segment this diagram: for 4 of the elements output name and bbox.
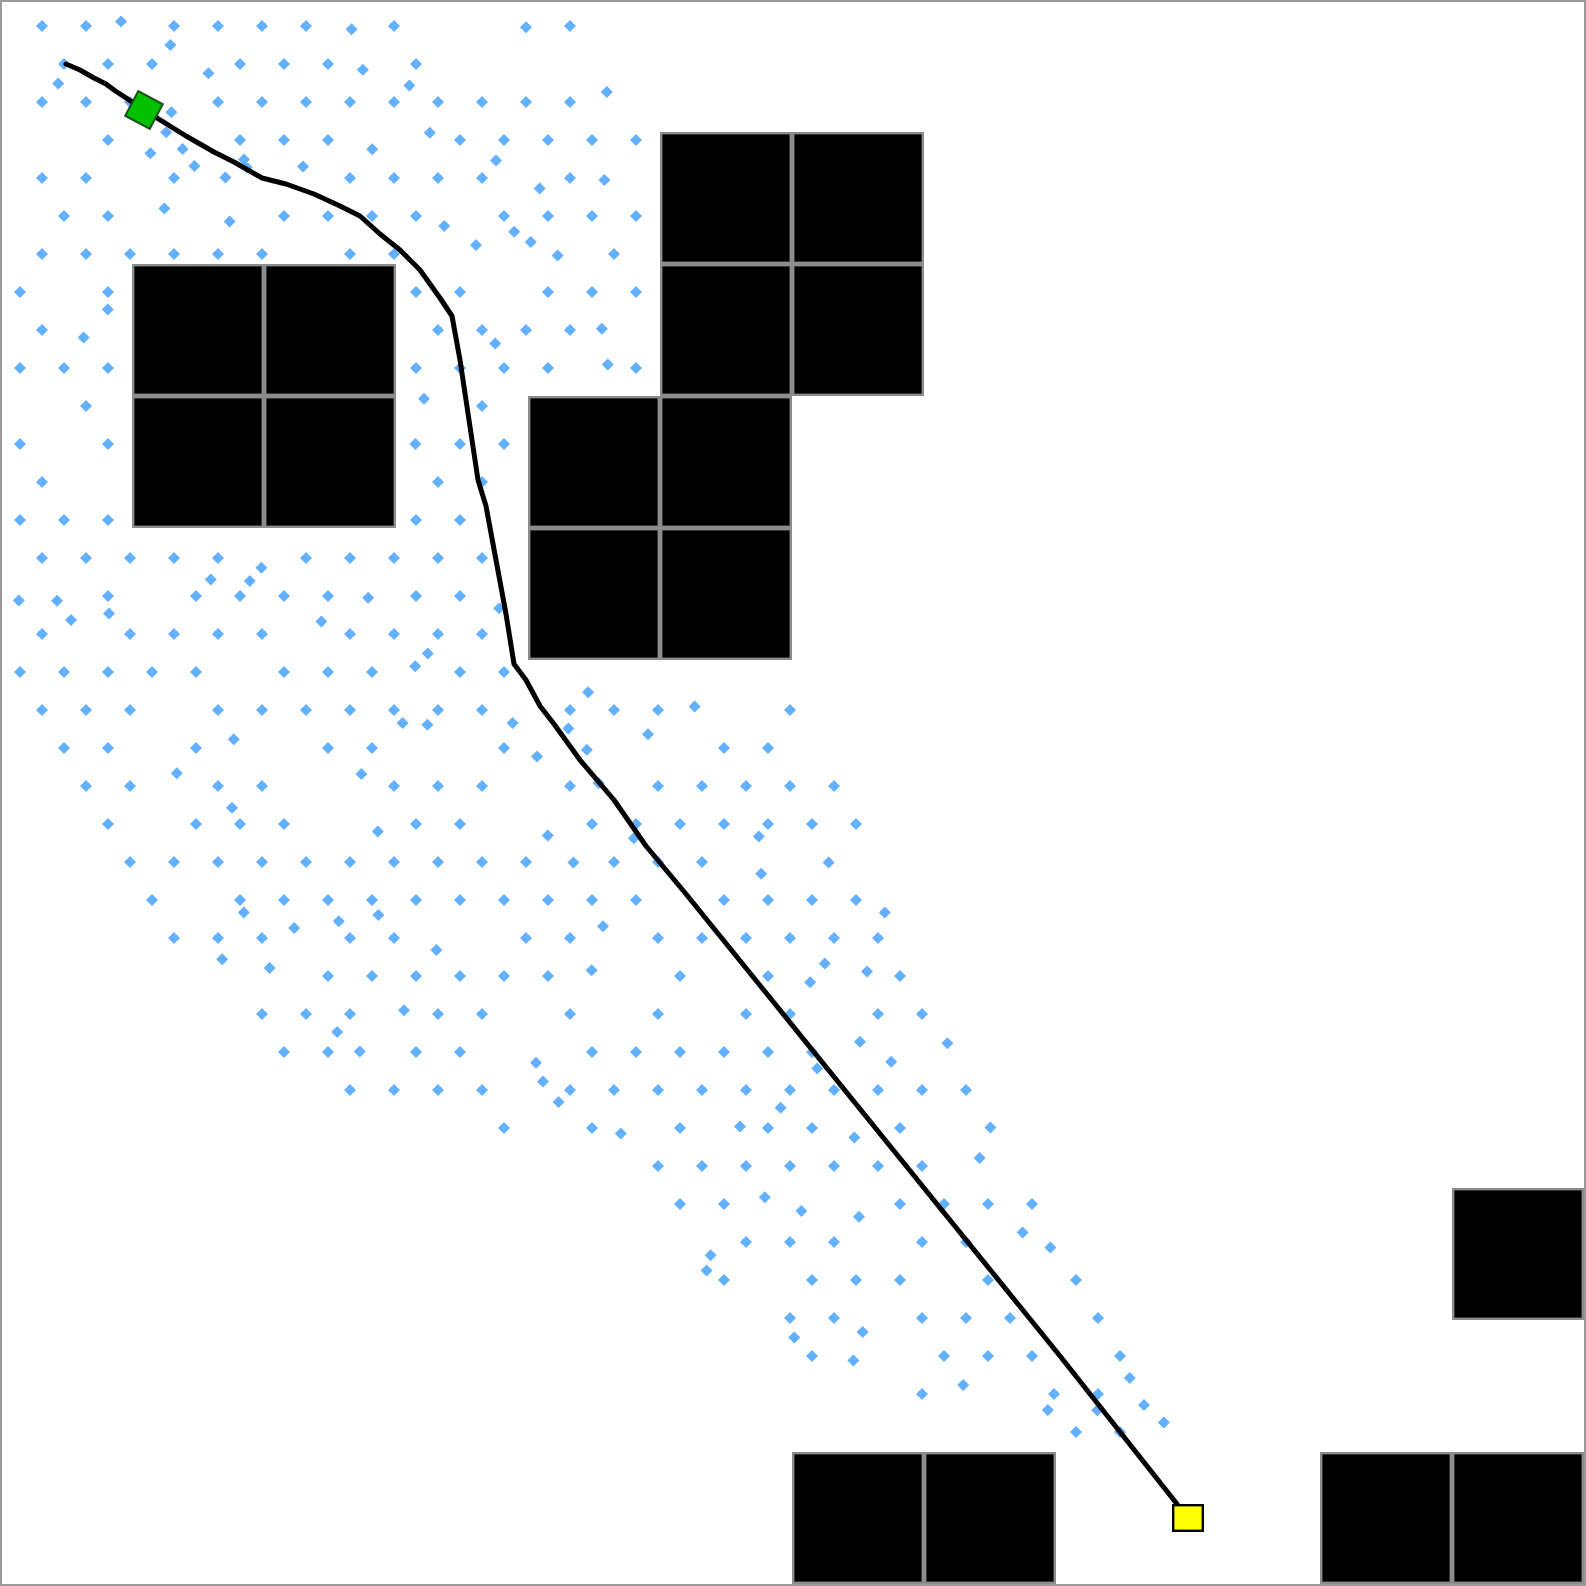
- trajectory-line: [153, 114, 1180, 1507]
- diamond-marker: [124, 90, 164, 130]
- square-marker: [1172, 1504, 1204, 1532]
- trajectory-line: [63, 61, 135, 105]
